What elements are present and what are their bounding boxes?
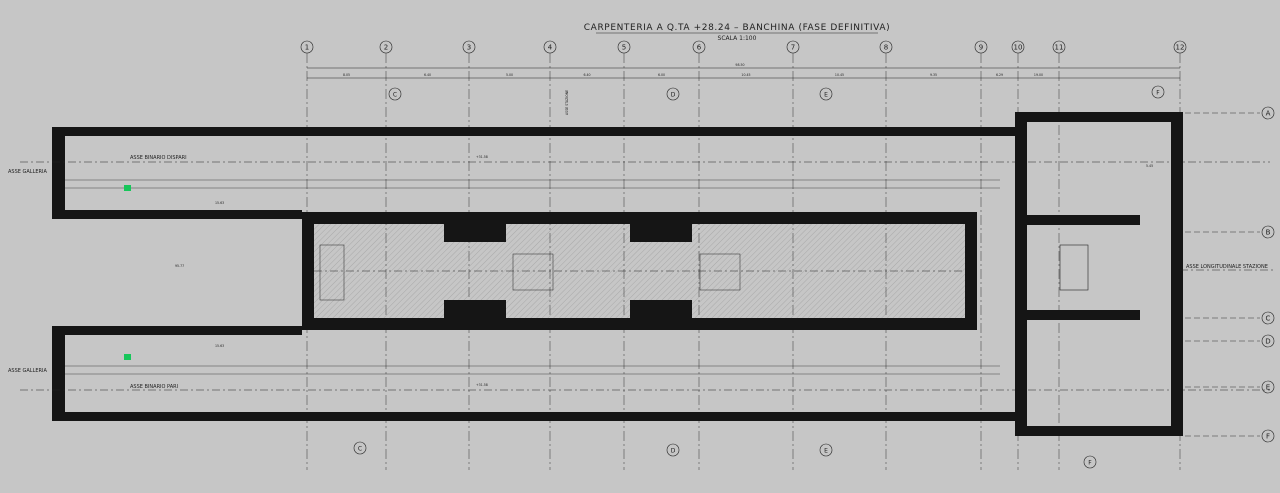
row-axes: A B C D E F <box>1185 106 1275 443</box>
dimension-segment: 10.45 <box>741 73 750 77</box>
label-track-even: ASSE BINARIO PARI <box>130 384 178 390</box>
column-axis-bubble-6 <box>692 40 706 54</box>
column-axis-label-9: 9 <box>979 44 983 52</box>
row-axis-bubble-B <box>1261 225 1275 239</box>
column-axis-bubble-3 <box>462 40 476 54</box>
row-axis-label-D: D <box>1265 338 1270 346</box>
dimension-segment: 10.45 <box>835 73 844 77</box>
row-axis-bubble-E <box>1261 380 1275 394</box>
column-axis-bubble-5 <box>617 40 631 54</box>
dimension-segment: 6.40 <box>583 73 590 77</box>
dimension-segment: 19.00 <box>1034 73 1043 77</box>
column-axis-label-8: 8 <box>884 44 888 52</box>
elevation-a: +31.58 <box>476 155 488 159</box>
row-axis-bubble-C <box>1261 311 1275 325</box>
section-mark-f-top: F <box>1156 90 1160 97</box>
label-gallery-bottom: ASSE GALLERIA <box>8 368 47 374</box>
column-axis-label-12: 12 <box>1176 44 1185 52</box>
drawing-scale: SCALA 1:100 <box>718 35 757 42</box>
label-gallery-top: ASSE GALLERIA <box>8 169 47 175</box>
elevation-b: +31.58 <box>476 383 488 387</box>
column-axis-label-3: 3 <box>467 44 471 52</box>
column-axis-label-1: 1 <box>305 44 309 52</box>
top-dimension-chain: 98.50 8.05 6.40 5.00 6.40 6.00 10.45 10.45 9.35… <box>307 63 1180 79</box>
row-axis-label-E: E <box>1266 384 1270 392</box>
section-mark-c-top: C <box>393 92 397 99</box>
station-platform-structure <box>302 212 977 330</box>
section-mark-e-top: E <box>824 92 828 99</box>
column-axis-label-2: 2 <box>384 44 388 52</box>
column-axis-bubble-11 <box>1052 40 1066 54</box>
dim-left-b: 15.63 <box>215 344 224 348</box>
overall-dimension: 98.50 <box>735 63 744 67</box>
section-mark-d-bottom: D <box>671 448 676 455</box>
column-axis-bubble-2 <box>379 40 393 54</box>
column-axis-label-4: 4 <box>548 44 553 52</box>
row-axis-bubble-D <box>1261 334 1275 348</box>
column-axis-label-7: 7 <box>791 44 795 52</box>
row-axis-label-B: B <box>1266 229 1271 237</box>
section-marks <box>353 85 1165 469</box>
dim-left-a: 15.63 <box>215 201 224 205</box>
column-axis-bubble-8 <box>879 40 893 54</box>
column-axis-label-11: 11 <box>1055 44 1064 52</box>
drawing-title: CARPENTERIA A Q.TA +28.24 – BANCHINA (FA… <box>584 23 890 33</box>
column-axis-bubble-7 <box>786 40 800 54</box>
section-mark-c-bottom: C <box>358 446 362 453</box>
column-axis-label-6: 6 <box>697 44 702 52</box>
row-axis-bubble-A <box>1261 106 1275 120</box>
column-axis-bubble-4 <box>543 40 557 54</box>
dim-length-left: 95.77 <box>175 264 184 268</box>
dimension-segment: 9.35 <box>930 73 937 77</box>
column-axis-bubble-9 <box>974 40 988 54</box>
column-axis-bubble-1 <box>300 40 314 54</box>
column-axis-bubble-10 <box>1011 40 1025 54</box>
section-mark-f-bottom: F <box>1088 460 1092 467</box>
dimension-segment: 8.05 <box>343 73 350 77</box>
dimension-segment: 6.40 <box>424 73 431 77</box>
column-axis-bubble-12 <box>1173 40 1187 54</box>
row-axis-label-F: F <box>1266 433 1270 441</box>
lower-tunnel <box>20 326 1270 421</box>
dimension-segment: 5.00 <box>506 73 513 77</box>
row-axis-label-A: A <box>1266 110 1271 118</box>
section-mark-e-bottom: E <box>824 448 828 455</box>
right-station-building <box>1015 112 1275 436</box>
upper-tunnel <box>20 127 1270 219</box>
dimension-segment: 6.00 <box>658 73 665 77</box>
row-axis-bubble-F <box>1261 429 1275 443</box>
section-mark-d-top: D <box>671 92 676 99</box>
column-axis-label-5: 5 <box>622 44 626 52</box>
dim-right: 5.45 <box>1146 164 1153 168</box>
label-track-odd: ASSE BINARIO DISPARI <box>130 155 187 161</box>
label-station-axis-vertical: ASSE STAZIONE <box>565 90 569 115</box>
column-axis-label-10: 10 <box>1014 44 1023 52</box>
level-marker-bottom <box>124 354 131 360</box>
dimension-segment: 6.29 <box>996 73 1003 77</box>
level-marker-top <box>124 185 131 191</box>
row-axis-label-C: C <box>1266 315 1271 323</box>
label-station-axis: ASSE LONGITUDINALE STAZIONE <box>1186 264 1268 270</box>
